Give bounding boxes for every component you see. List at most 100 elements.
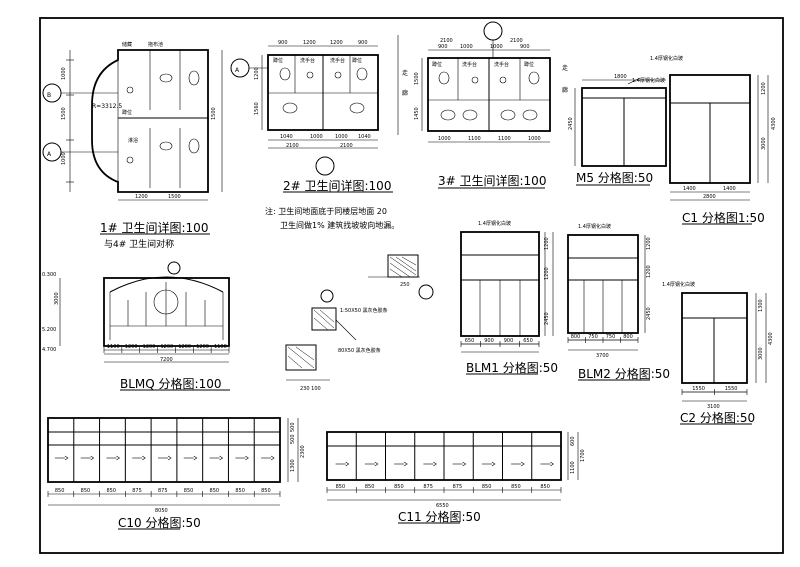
- svg-text:1000: 1000: [490, 44, 503, 50]
- arrow-head: [219, 455, 224, 461]
- svg-text:2450: 2450: [568, 117, 574, 130]
- blm2-dim-total: 3700: [596, 353, 609, 359]
- svg-text:1500: 1500: [168, 194, 181, 200]
- arrow-head: [462, 461, 467, 467]
- svg-text:500: 500: [290, 422, 296, 432]
- svg-text:洗手台: 洗手台: [300, 57, 315, 64]
- arrow-head: [193, 455, 198, 461]
- svg-text:230 100: 230 100: [300, 386, 321, 392]
- title-c1: C1 分格图1:50: [682, 210, 765, 225]
- c2-frame: 3100 1300 3000 4300 1.4厚钢化白玻: [662, 281, 774, 410]
- svg-text:1000: 1000: [61, 152, 67, 165]
- c10-frame: 500 500 1300 2300: [47, 417, 306, 483]
- sheet-border: [39, 17, 784, 554]
- dim-value: 850: [81, 488, 91, 494]
- svg-text:洗手台: 洗手台: [494, 61, 509, 68]
- title-m5: M5 分格图:50: [576, 170, 653, 185]
- svg-text:1200: 1200: [254, 67, 260, 80]
- dim-value: 875: [453, 484, 463, 490]
- dim-value: 850: [261, 488, 271, 494]
- axis-a-bubble: [42, 142, 62, 162]
- svg-text:900: 900: [520, 44, 530, 50]
- dim-value: 1200: [196, 344, 209, 350]
- dim-value: 800: [571, 334, 581, 340]
- arrow-head: [520, 461, 525, 467]
- axis-bubble-2b: [315, 156, 335, 176]
- svg-text:1100: 1100: [570, 461, 576, 474]
- plan-3-toilet: 900 1000 1000 900 2100 2100 蹲位 洗手台 洗手台 蹲…: [414, 38, 551, 143]
- svg-text:蹲位: 蹲位: [122, 109, 132, 116]
- dim-value: 1550: [725, 386, 738, 392]
- dim-value: 875: [423, 484, 433, 490]
- axis-bubble-3: [483, 21, 503, 41]
- radius-label: R=3312.5: [92, 103, 122, 110]
- m5-dim: 1800: [614, 74, 627, 80]
- plan-1-toilet: 1000 1500 1000 1500 1200 1500 储藏 拖布池 蹲位 …: [61, 41, 223, 201]
- svg-text:1450: 1450: [414, 107, 420, 120]
- axis-b-bubble: [42, 83, 62, 103]
- dim-value: 1550: [692, 386, 705, 392]
- svg-text:1300: 1300: [290, 459, 296, 472]
- svg-text:1200: 1200: [544, 237, 550, 250]
- svg-text:900: 900: [358, 40, 368, 46]
- svg-text:1:50X50 黑灰色胶条: 1:50X50 黑灰色胶条: [340, 307, 388, 314]
- arrow-head: [245, 455, 249, 461]
- svg-text:1000: 1000: [460, 44, 473, 50]
- note-line-1: 注: 卫生间地面底于同楼层地面 20: [265, 206, 387, 216]
- svg-text:1200: 1200: [135, 194, 148, 200]
- svg-text:洗手台: 洗手台: [462, 61, 477, 68]
- arrow-head: [270, 455, 275, 461]
- svg-text:1200: 1200: [646, 237, 652, 250]
- arrow-head: [403, 461, 408, 467]
- svg-text:0.300: 0.300: [42, 272, 56, 278]
- svg-text:600: 600: [570, 436, 576, 446]
- arrow-head: [64, 455, 69, 461]
- svg-text:80X50 黑灰色胶条: 80X50 黑灰色胶条: [338, 347, 381, 354]
- corridor-char-3: 走: [562, 64, 568, 72]
- dim-value: 850: [210, 488, 220, 494]
- dim-value: 1200: [125, 344, 138, 350]
- c1-dim-total: 2800: [703, 194, 716, 200]
- dim-value: 650: [523, 338, 533, 344]
- blm1-glass-label: 1.4厚钢化白玻: [478, 220, 511, 227]
- svg-text:4300: 4300: [771, 117, 777, 130]
- svg-text:250: 250: [400, 282, 410, 288]
- dim-value: 850: [336, 484, 346, 490]
- blmq-frame: 7200 0.300 5.200 4.700 3000: [42, 272, 230, 363]
- arrow-head: [374, 461, 379, 467]
- svg-text:4300: 4300: [768, 332, 774, 345]
- t2-dim-left: 2100: [286, 143, 299, 149]
- c2-dim-total: 3100: [707, 404, 720, 410]
- c1-dim-2: 1400: [723, 186, 736, 192]
- c1-dim-1: 1400: [683, 186, 696, 192]
- plan-2-toilet: 900 1200 1200 900 蹲位 洗手台 洗手台 蹲位 1040 100…: [254, 40, 379, 149]
- dim-value: 650: [465, 338, 475, 344]
- dim-value: 875: [132, 488, 142, 494]
- svg-text:蹲位: 蹲位: [524, 61, 534, 68]
- note-line-2: 卫生间做1% 建筑找坡坡向地漏。: [280, 220, 399, 230]
- c11-dim-total: 6550: [436, 503, 449, 509]
- svg-text:1000: 1000: [528, 136, 541, 142]
- detail-section-1: 250: [368, 254, 434, 300]
- c2-glass-label: 1.4厚钢化白玻: [662, 281, 695, 288]
- arrow-head: [491, 461, 496, 467]
- dim-value: 850: [482, 484, 492, 490]
- dim-value: 1200: [178, 344, 191, 350]
- corridor-char-1: 走: [402, 69, 408, 77]
- axis-a2-label: A: [235, 67, 240, 74]
- dim-value: 1100: [107, 344, 120, 350]
- svg-text:1000: 1000: [310, 134, 323, 140]
- svg-text:储藏: 储藏: [122, 41, 132, 48]
- dim-value: 900: [484, 338, 494, 344]
- dim-value: 800: [623, 334, 633, 340]
- svg-text:2300: 2300: [300, 445, 306, 458]
- svg-text:蹲位: 蹲位: [273, 57, 283, 64]
- blmq-dim-total: 7200: [160, 357, 173, 363]
- title-blm1: BLM1 分格图:50: [466, 360, 558, 375]
- svg-text:900: 900: [438, 44, 448, 50]
- arrow-head: [433, 461, 437, 467]
- svg-text:2450: 2450: [544, 312, 550, 325]
